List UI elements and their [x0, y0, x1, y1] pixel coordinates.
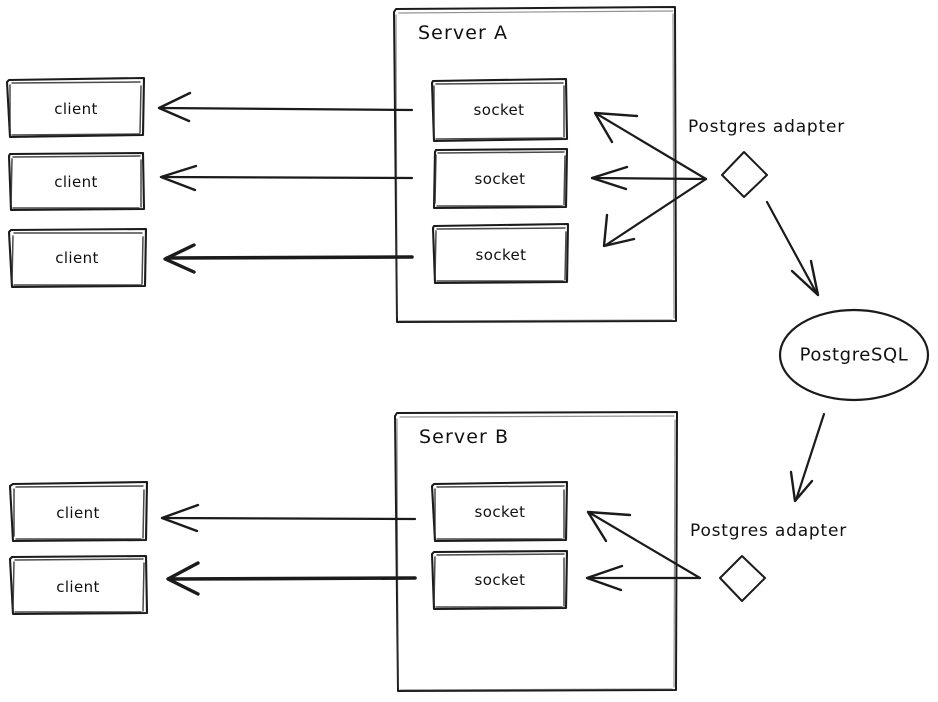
client-label-top-2: client — [54, 173, 98, 191]
arrow-socket-to-client-b1 — [160, 503, 417, 533]
arrow-socket-to-client-b2 — [166, 561, 417, 596]
postgresql-label: PostgreSQL — [799, 344, 909, 366]
client-label-top-1: client — [54, 100, 98, 118]
postgresql-ellipse[interactable] — [778, 308, 930, 402]
arrow-adapter-a-to-socket-1 — [593, 111, 708, 181]
client-box-bottom-1[interactable] — [8, 480, 149, 543]
arrow-adapter-b-to-socket-2 — [585, 564, 702, 592]
client-label-bottom-2: client — [56, 578, 100, 596]
socket-label-a2: socket — [474, 170, 526, 188]
socket-box-b2[interactable] — [430, 549, 569, 611]
arrow-adapter-b-to-socket-1 — [586, 510, 702, 580]
server-b-title: Server B — [419, 426, 510, 448]
adapter-b-diamond[interactable] — [719, 555, 766, 602]
client-box-top-1[interactable] — [5, 76, 146, 139]
arrow-postgresql-to-adapter-b — [789, 412, 826, 503]
socket-label-b2: socket — [474, 571, 526, 589]
arrow-adapter-a-to-socket-2 — [590, 165, 708, 191]
client-label-top-3: client — [55, 249, 99, 267]
arrow-adapter-a-to-postgresql — [765, 200, 820, 297]
server-a-title: Server A — [418, 22, 509, 44]
socket-label-a3: socket — [475, 246, 527, 264]
socket-box-a3[interactable] — [431, 222, 570, 285]
socket-label-a1: socket — [473, 101, 525, 119]
socket-box-a2[interactable] — [432, 147, 569, 210]
adapter-a-diamond[interactable] — [721, 151, 768, 198]
socket-box-b1[interactable] — [430, 480, 569, 543]
client-label-bottom-1: client — [56, 504, 100, 522]
arrow-adapter-a-to-socket-3 — [602, 177, 708, 248]
adapter-b-label: Postgres adapter — [690, 521, 848, 541]
client-box-bottom-2[interactable] — [8, 554, 149, 616]
arrow-socket-to-client-a3 — [163, 243, 414, 274]
server-a-container[interactable] — [393, 6, 677, 323]
adapter-a-label: Postgres adapter — [688, 117, 846, 137]
server-b-container[interactable] — [394, 411, 678, 692]
socket-box-a1[interactable] — [430, 77, 569, 143]
client-box-top-2[interactable] — [7, 151, 146, 212]
socket-label-b1: socket — [474, 503, 526, 521]
client-box-top-3[interactable] — [7, 227, 148, 289]
arrow-socket-to-client-a1 — [157, 91, 414, 123]
arrow-socket-to-client-a2 — [159, 164, 414, 192]
